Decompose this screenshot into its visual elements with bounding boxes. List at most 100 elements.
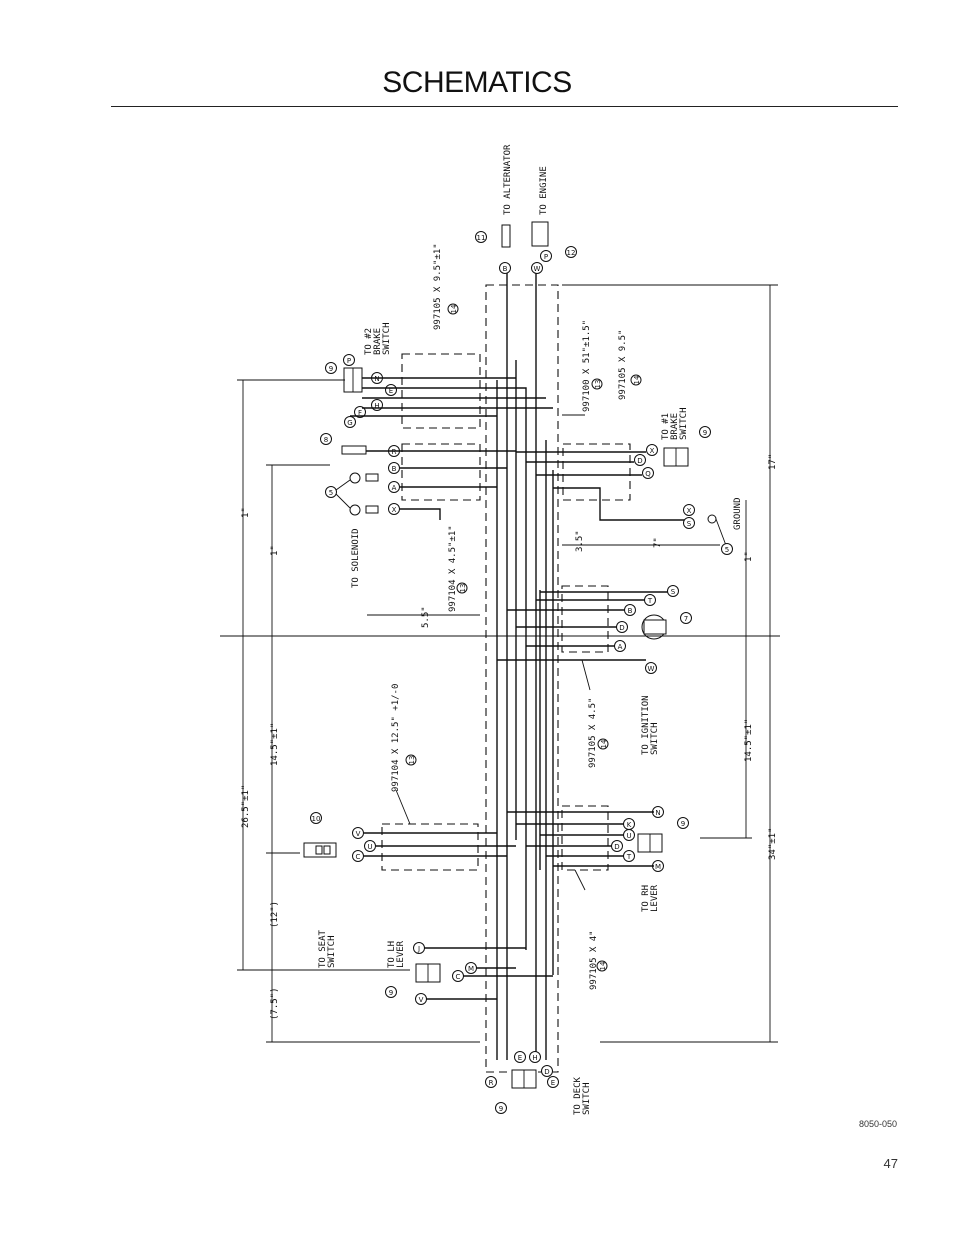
seat-switch-connector: 10 V U C TO SEAT SWITCH <box>303 812 376 968</box>
svg-text:14.5"±1": 14.5"±1" <box>270 723 280 766</box>
svg-text:C: C <box>456 973 461 981</box>
svg-text:997105 X 9.5": 997105 X 9.5" <box>618 330 628 400</box>
svg-text:SWITCH: SWITCH <box>327 935 337 968</box>
svg-text:7: 7 <box>684 615 688 623</box>
svg-text:T: T <box>626 853 632 861</box>
svg-text:P: P <box>347 357 351 365</box>
svg-text:1": 1" <box>241 507 251 518</box>
ignition-wires <box>497 591 668 661</box>
svg-text:14: 14 <box>450 304 458 313</box>
rh-lever-wires <box>507 811 654 867</box>
svg-text:H: H <box>532 1054 537 1062</box>
svg-text:N: N <box>374 375 379 383</box>
svg-text:A: A <box>618 643 623 651</box>
svg-text:5.5": 5.5" <box>421 606 431 628</box>
svg-text:5: 5 <box>329 489 333 497</box>
svg-text:X: X <box>687 507 692 515</box>
svg-text:A: A <box>392 484 397 492</box>
svg-text:9: 9 <box>499 1105 503 1113</box>
svg-text:C: C <box>356 853 361 861</box>
svg-text:997105 X 4.5": 997105 X 4.5" <box>588 698 598 768</box>
svg-text:T: T <box>647 597 653 605</box>
svg-text:9: 9 <box>681 820 685 828</box>
svg-text:(7.5"): (7.5") <box>270 987 280 1020</box>
svg-text:14: 14 <box>633 375 641 384</box>
lh-lever-connector: J M C 9 V TO LH LEVER <box>385 940 477 1005</box>
svg-text:26.5"±1": 26.5"±1" <box>241 785 251 828</box>
svg-text:12: 12 <box>567 249 576 257</box>
svg-text:S: S <box>687 520 692 528</box>
ground-connector: X S 5 GROUND <box>683 497 743 555</box>
svg-text:TO RH: TO RH <box>641 885 651 912</box>
svg-text:U: U <box>626 832 631 840</box>
brake-switch-2-connector: 9 P N E H F G TO #2 BRAKE SWITCH <box>325 322 397 428</box>
svg-text:997105 X 4": 997105 X 4" <box>589 930 599 990</box>
svg-text:997100 X 51"±1.5": 997100 X 51"±1.5" <box>582 320 592 412</box>
svg-text:997104 X 4.5"±1": 997104 X 4.5"±1" <box>448 525 458 612</box>
wire-spec-top: 997105 X 9.5"±1" <box>433 243 443 330</box>
right-dimensions <box>562 284 778 1043</box>
svg-text:BRAKE: BRAKE <box>373 328 383 355</box>
svg-text:LEVER: LEVER <box>396 940 406 968</box>
svg-text:13: 13 <box>408 756 416 765</box>
seat-wires <box>364 832 516 857</box>
ignition-switch-connector: S T B D A 7 W TO IGNITION SWITCH <box>614 585 692 755</box>
svg-text:D: D <box>614 843 619 851</box>
svg-text:5: 5 <box>725 546 729 554</box>
svg-text:1": 1" <box>270 545 280 556</box>
svg-text:3.5": 3.5" <box>575 530 585 552</box>
svg-text:M: M <box>655 863 661 871</box>
svg-text:11: 11 <box>477 234 486 242</box>
harness-outline <box>485 284 559 1073</box>
svg-text:9: 9 <box>703 429 707 437</box>
harness-trunk-wires <box>496 265 554 1060</box>
svg-text:10: 10 <box>312 815 321 823</box>
svg-text:TO IGNITION: TO IGNITION <box>641 695 651 755</box>
deck-switch-connector: E H D E R 9 TO DECK SWITCH <box>485 1051 592 1115</box>
svg-text:SWITCH: SWITCH <box>650 722 660 755</box>
svg-text:P: P <box>544 253 548 261</box>
svg-text:9: 9 <box>389 989 393 997</box>
svg-text:B: B <box>503 265 508 273</box>
svg-text:TO LH: TO LH <box>387 941 397 968</box>
svg-text:TO SOLENOID: TO SOLENOID <box>351 528 361 588</box>
svg-text:TO #1: TO #1 <box>661 413 671 440</box>
svg-text:14: 14 <box>600 739 608 748</box>
svg-text:SWITCH: SWITCH <box>382 322 392 355</box>
left-dimensions <box>220 379 780 1043</box>
lh-lever-wires <box>424 947 553 1000</box>
svg-text:34"±1": 34"±1" <box>768 827 778 860</box>
svg-text:17": 17" <box>768 454 778 470</box>
svg-text:997104 X 12.5" +1/-0: 997104 X 12.5" +1/-0 <box>391 684 401 792</box>
alternator-label: TO ALTERNATOR <box>503 144 513 215</box>
svg-text:1": 1" <box>744 551 754 562</box>
svg-text:TO DECK: TO DECK <box>573 1076 583 1115</box>
svg-text:D: D <box>619 624 624 632</box>
engine-label: TO ENGINE <box>539 166 549 215</box>
svg-text:7": 7" <box>653 537 663 548</box>
svg-text:V: V <box>419 996 424 1004</box>
svg-text:13: 13 <box>594 380 602 389</box>
brake-1-wires <box>516 451 690 521</box>
svg-text:13: 13 <box>459 584 467 593</box>
svg-text:R: R <box>392 448 397 456</box>
svg-text:GROUND: GROUND <box>733 497 743 530</box>
svg-text:V: V <box>356 830 361 838</box>
svg-text:Q: Q <box>645 470 651 478</box>
svg-text:SWITCH: SWITCH <box>582 1082 592 1115</box>
solenoid-wires <box>366 450 516 520</box>
brake-switch-1-connector: 9 X D Q TO #1 BRAKE SWITCH <box>634 407 711 479</box>
svg-text:J: J <box>417 945 420 953</box>
figure-code: 8050-050 <box>858 1119 897 1129</box>
svg-text:BRAKE: BRAKE <box>670 413 680 440</box>
svg-text:X: X <box>392 506 397 514</box>
svg-text:(12"): (12") <box>270 901 280 928</box>
page-number: 47 <box>883 1156 898 1171</box>
svg-text:SWITCH: SWITCH <box>679 407 689 440</box>
svg-text:M: M <box>468 965 474 973</box>
svg-text:14: 14 <box>599 961 607 970</box>
alternator-connector: B 11 TO ALTERNATOR <box>475 144 513 274</box>
rh-lever-connector: N K U D T M 9 TO RH LEVER <box>611 806 689 912</box>
svg-text:U: U <box>367 843 372 851</box>
